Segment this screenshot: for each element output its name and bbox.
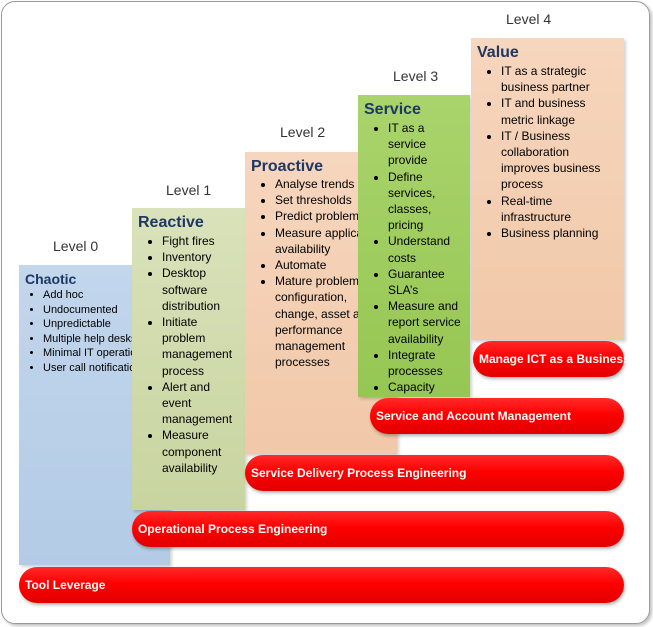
level-4-title: Value [477,44,519,61]
level-3-title: Service [364,101,421,118]
level-1-list: Fight fires Inventory Desktop software d… [138,233,239,476]
list-item: Guarantee SLA’s [388,266,464,298]
list-item: Desktop software distribution [162,265,239,314]
level-4-box: Value IT as a strategic business partner… [471,38,624,340]
list-item: User call notification [43,361,164,376]
list-item: Understand costs [388,233,464,265]
bar-manage-ict: Manage ICT as a Business [473,341,630,377]
level-3-label: Level 3 [393,68,439,84]
list-item: Predict problems [275,208,391,224]
list-item: Business planning [501,225,618,241]
bar-tool-leverage: Tool Leverage [19,567,624,603]
list-item: Alert and event management [162,379,239,428]
bar-operational-process-engineering: Operational Process Engineering [132,511,624,547]
list-item: Automate [275,257,391,273]
level-2-list: Analyse trends Set thresholds Predict pr… [251,176,391,370]
level-0-title: Chaotic [25,271,77,287]
level-3-box: Service IT as a service provide Define s… [358,95,470,410]
level-1-box: Reactive Fight fires Inventory Desktop s… [132,208,245,510]
list-item: Fight fires [162,233,239,249]
list-item: Undocumented [43,303,164,318]
level-4-label: Level 4 [506,11,552,27]
list-item: IT as a strategic business partner [501,63,618,95]
level-0-list: Add hoc Undocumented Unpredictable Multi… [25,288,164,375]
list-item: IT / Business collaboration improves bus… [501,128,618,193]
list-item: Add hoc [43,288,164,303]
level-0-label: Level 0 [53,238,99,254]
list-item: Analyse trends [275,176,391,192]
list-item: Define services, classes, pricing [388,169,464,234]
list-item: IT as a service provide [388,120,464,169]
level-2-title: Proactive [251,158,324,175]
list-item: Measure component availability [162,427,239,476]
level-3-list: IT as a service provide Define services,… [364,120,464,412]
list-item: Mature problem, configuration, change, a… [275,273,391,370]
list-item: Multiple help desks [43,332,164,347]
level-1-label: Level 1 [166,182,212,198]
list-item: Measure application availability [275,225,391,257]
list-item: Inventory [162,249,239,265]
level-4-list: IT as a strategic business partner IT an… [477,63,618,241]
level-1-title: Reactive [138,214,204,231]
list-item: Integrate processes [388,347,464,379]
list-item: Minimal IT operations [43,346,164,361]
list-item: IT and business metric linkage [501,95,618,127]
list-item: Initiate problem management process [162,314,239,379]
list-item: Unpredictable [43,317,164,332]
level-2-label: Level 2 [280,124,326,140]
bar-service-delivery-process-engineering: Service Delivery Process Engineering [245,455,624,491]
list-item: Set thresholds [275,192,391,208]
list-item: Measure and report service availability [388,298,464,347]
list-item: Real-time infrastructure [501,193,618,225]
bar-service-account-management: Service and Account Management [370,398,624,434]
